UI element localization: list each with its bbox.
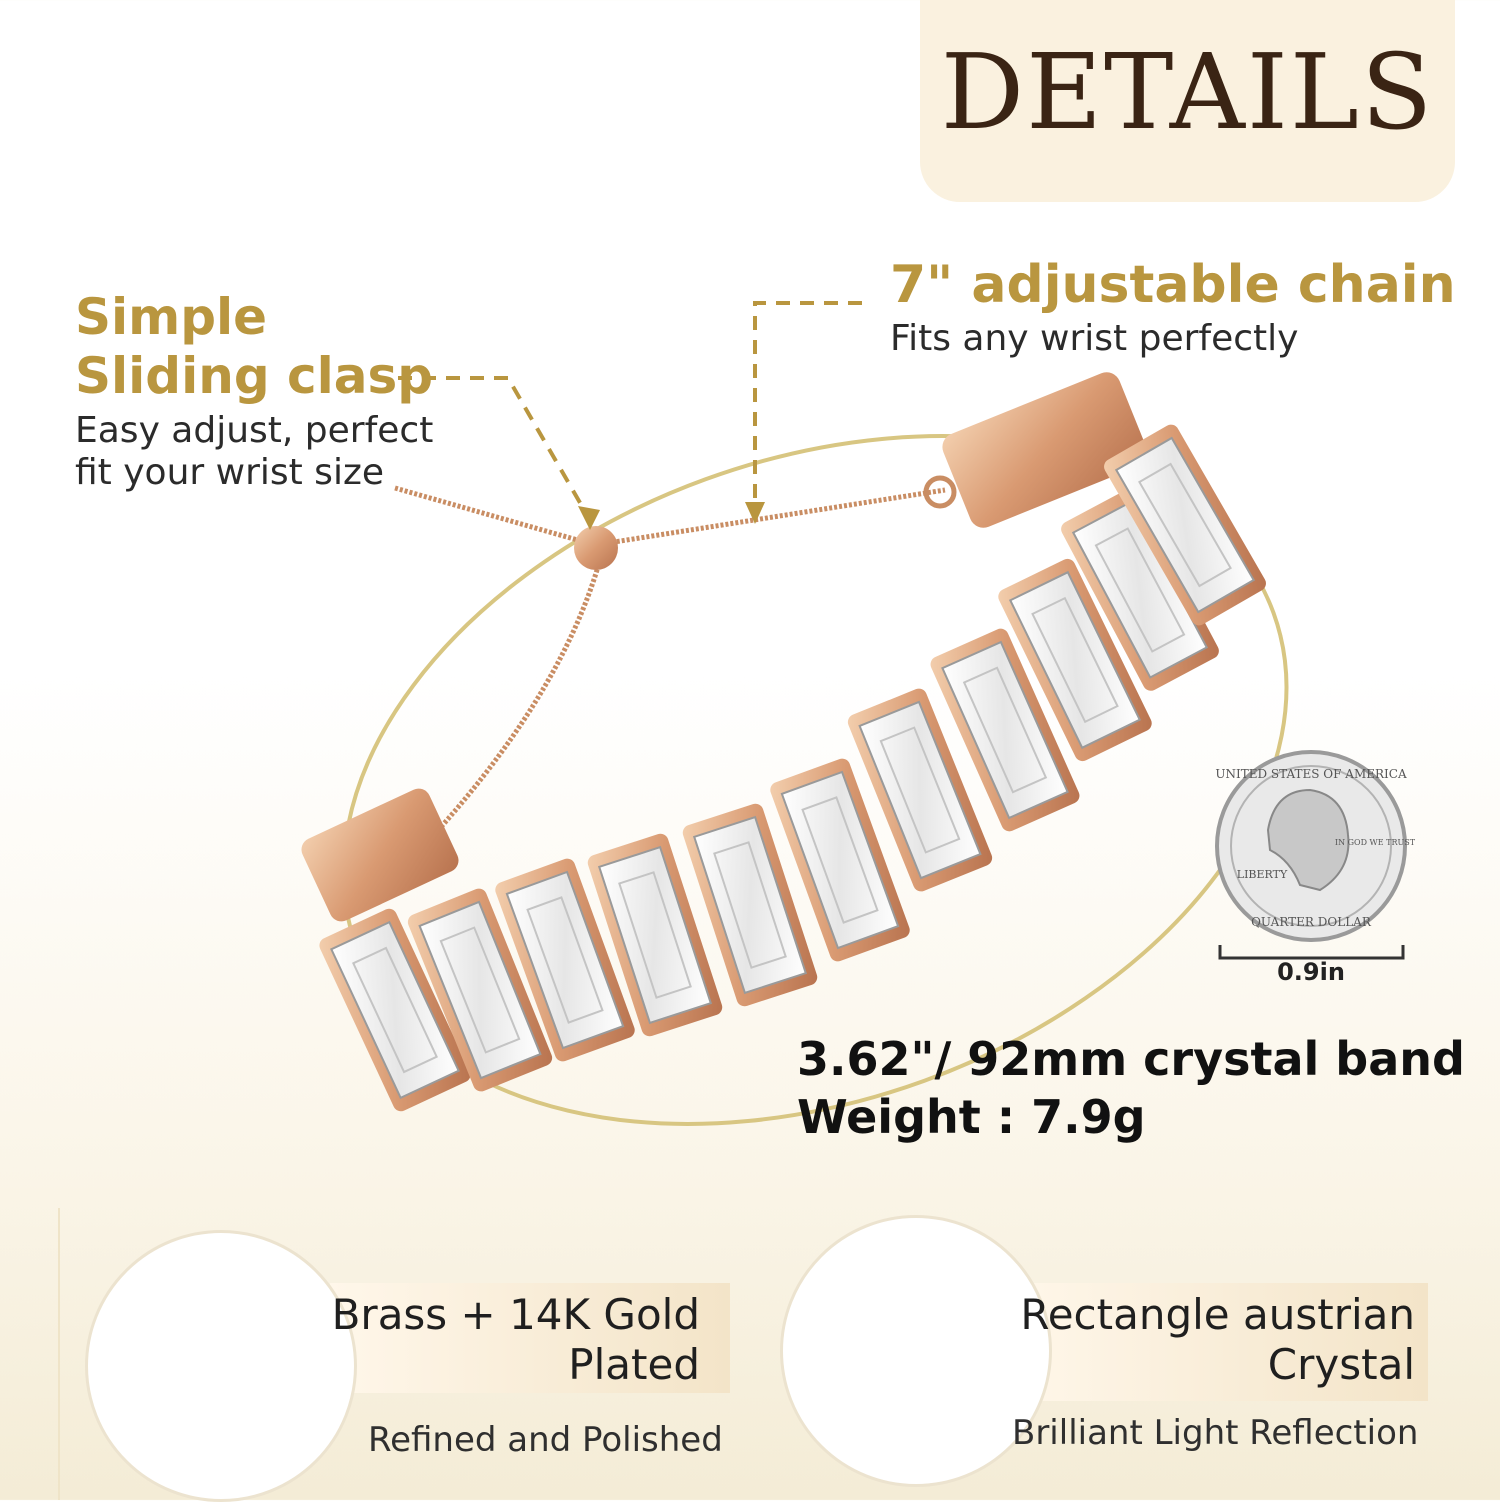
crystal-link <box>319 908 471 1112</box>
crystal-link <box>930 628 1080 832</box>
crystal-link <box>682 803 818 1007</box>
material-label-panel <box>330 1283 730 1393</box>
divider <box>58 1208 60 1500</box>
crystal-link <box>998 558 1152 762</box>
crystal-title-line2: Crystal <box>1267 1340 1415 1390</box>
band-length-spec: 3.62"/ 92mm crystal band <box>797 1032 1465 1086</box>
crystal-link <box>1061 489 1219 691</box>
crystal-link <box>495 858 635 1062</box>
clasp-callout-line <box>398 376 592 522</box>
crystal-feature-subtitle: Brilliant Light Reflection <box>1012 1413 1419 1453</box>
material-feature-subtitle: Refined and Polished <box>368 1420 723 1460</box>
clasp-title-line2: Sliding clasp <box>75 347 434 405</box>
clasp-callout-title: Simple Sliding clasp <box>75 288 433 406</box>
crystal-link <box>587 833 723 1037</box>
crystal-link <box>407 888 553 1092</box>
coin-text-bottom: QUARTER DOLLAR <box>1251 915 1372 929</box>
chain <box>394 485 946 548</box>
clasp-callout-description: Easy adjust, perfect fit your wrist size <box>75 410 433 495</box>
title-banner <box>920 0 1455 202</box>
chain-drop <box>418 559 603 852</box>
crystal-link <box>1104 424 1266 626</box>
page-title: DETAILS <box>940 31 1435 153</box>
crystal-icon-circle <box>780 1215 1052 1487</box>
end-cap-right <box>942 372 1148 528</box>
clasp-desc-line2: fit your wrist size <box>75 452 384 494</box>
chain-callout-title: 7" adjustable chain <box>890 255 1456 315</box>
crystal-label-panel <box>1010 1283 1428 1401</box>
clasp-desc-line1: Easy adjust, perfect <box>75 410 434 451</box>
end-cap-left <box>301 788 459 922</box>
coin-scale-bar <box>1218 945 1405 960</box>
material-title-line2: Plated <box>568 1340 700 1390</box>
chain-callout-description: Fits any wrist perfectly <box>890 318 1299 359</box>
crystal-feature-title: Rectangle austrian Crystal <box>1010 1290 1415 1391</box>
crystal-link <box>847 688 993 892</box>
weight-spec: Weight : 7.9g <box>797 1090 1146 1144</box>
material-title-line1: Brass + 14K Gold <box>331 1290 700 1339</box>
slider-bead <box>574 526 618 570</box>
material-feature-title: Brass + 14K Gold Plated <box>330 1290 700 1391</box>
crystal-link <box>770 758 910 962</box>
washington-profile <box>1266 788 1350 892</box>
crystal-title-line1: Rectangle austrian <box>1020 1290 1415 1339</box>
clasp-title-line1: Simple <box>75 288 268 346</box>
chain-callout-line <box>753 301 862 510</box>
coin-scale-label: 0.9in <box>1277 958 1345 986</box>
coin-text-motto: IN GOD WE TRUST <box>1335 838 1416 847</box>
material-icon-circle <box>85 1230 357 1502</box>
coin-text-top: UNITED STATES OF AMERICA <box>1215 767 1407 781</box>
coin-text-liberty: LIBERTY <box>1237 868 1288 881</box>
